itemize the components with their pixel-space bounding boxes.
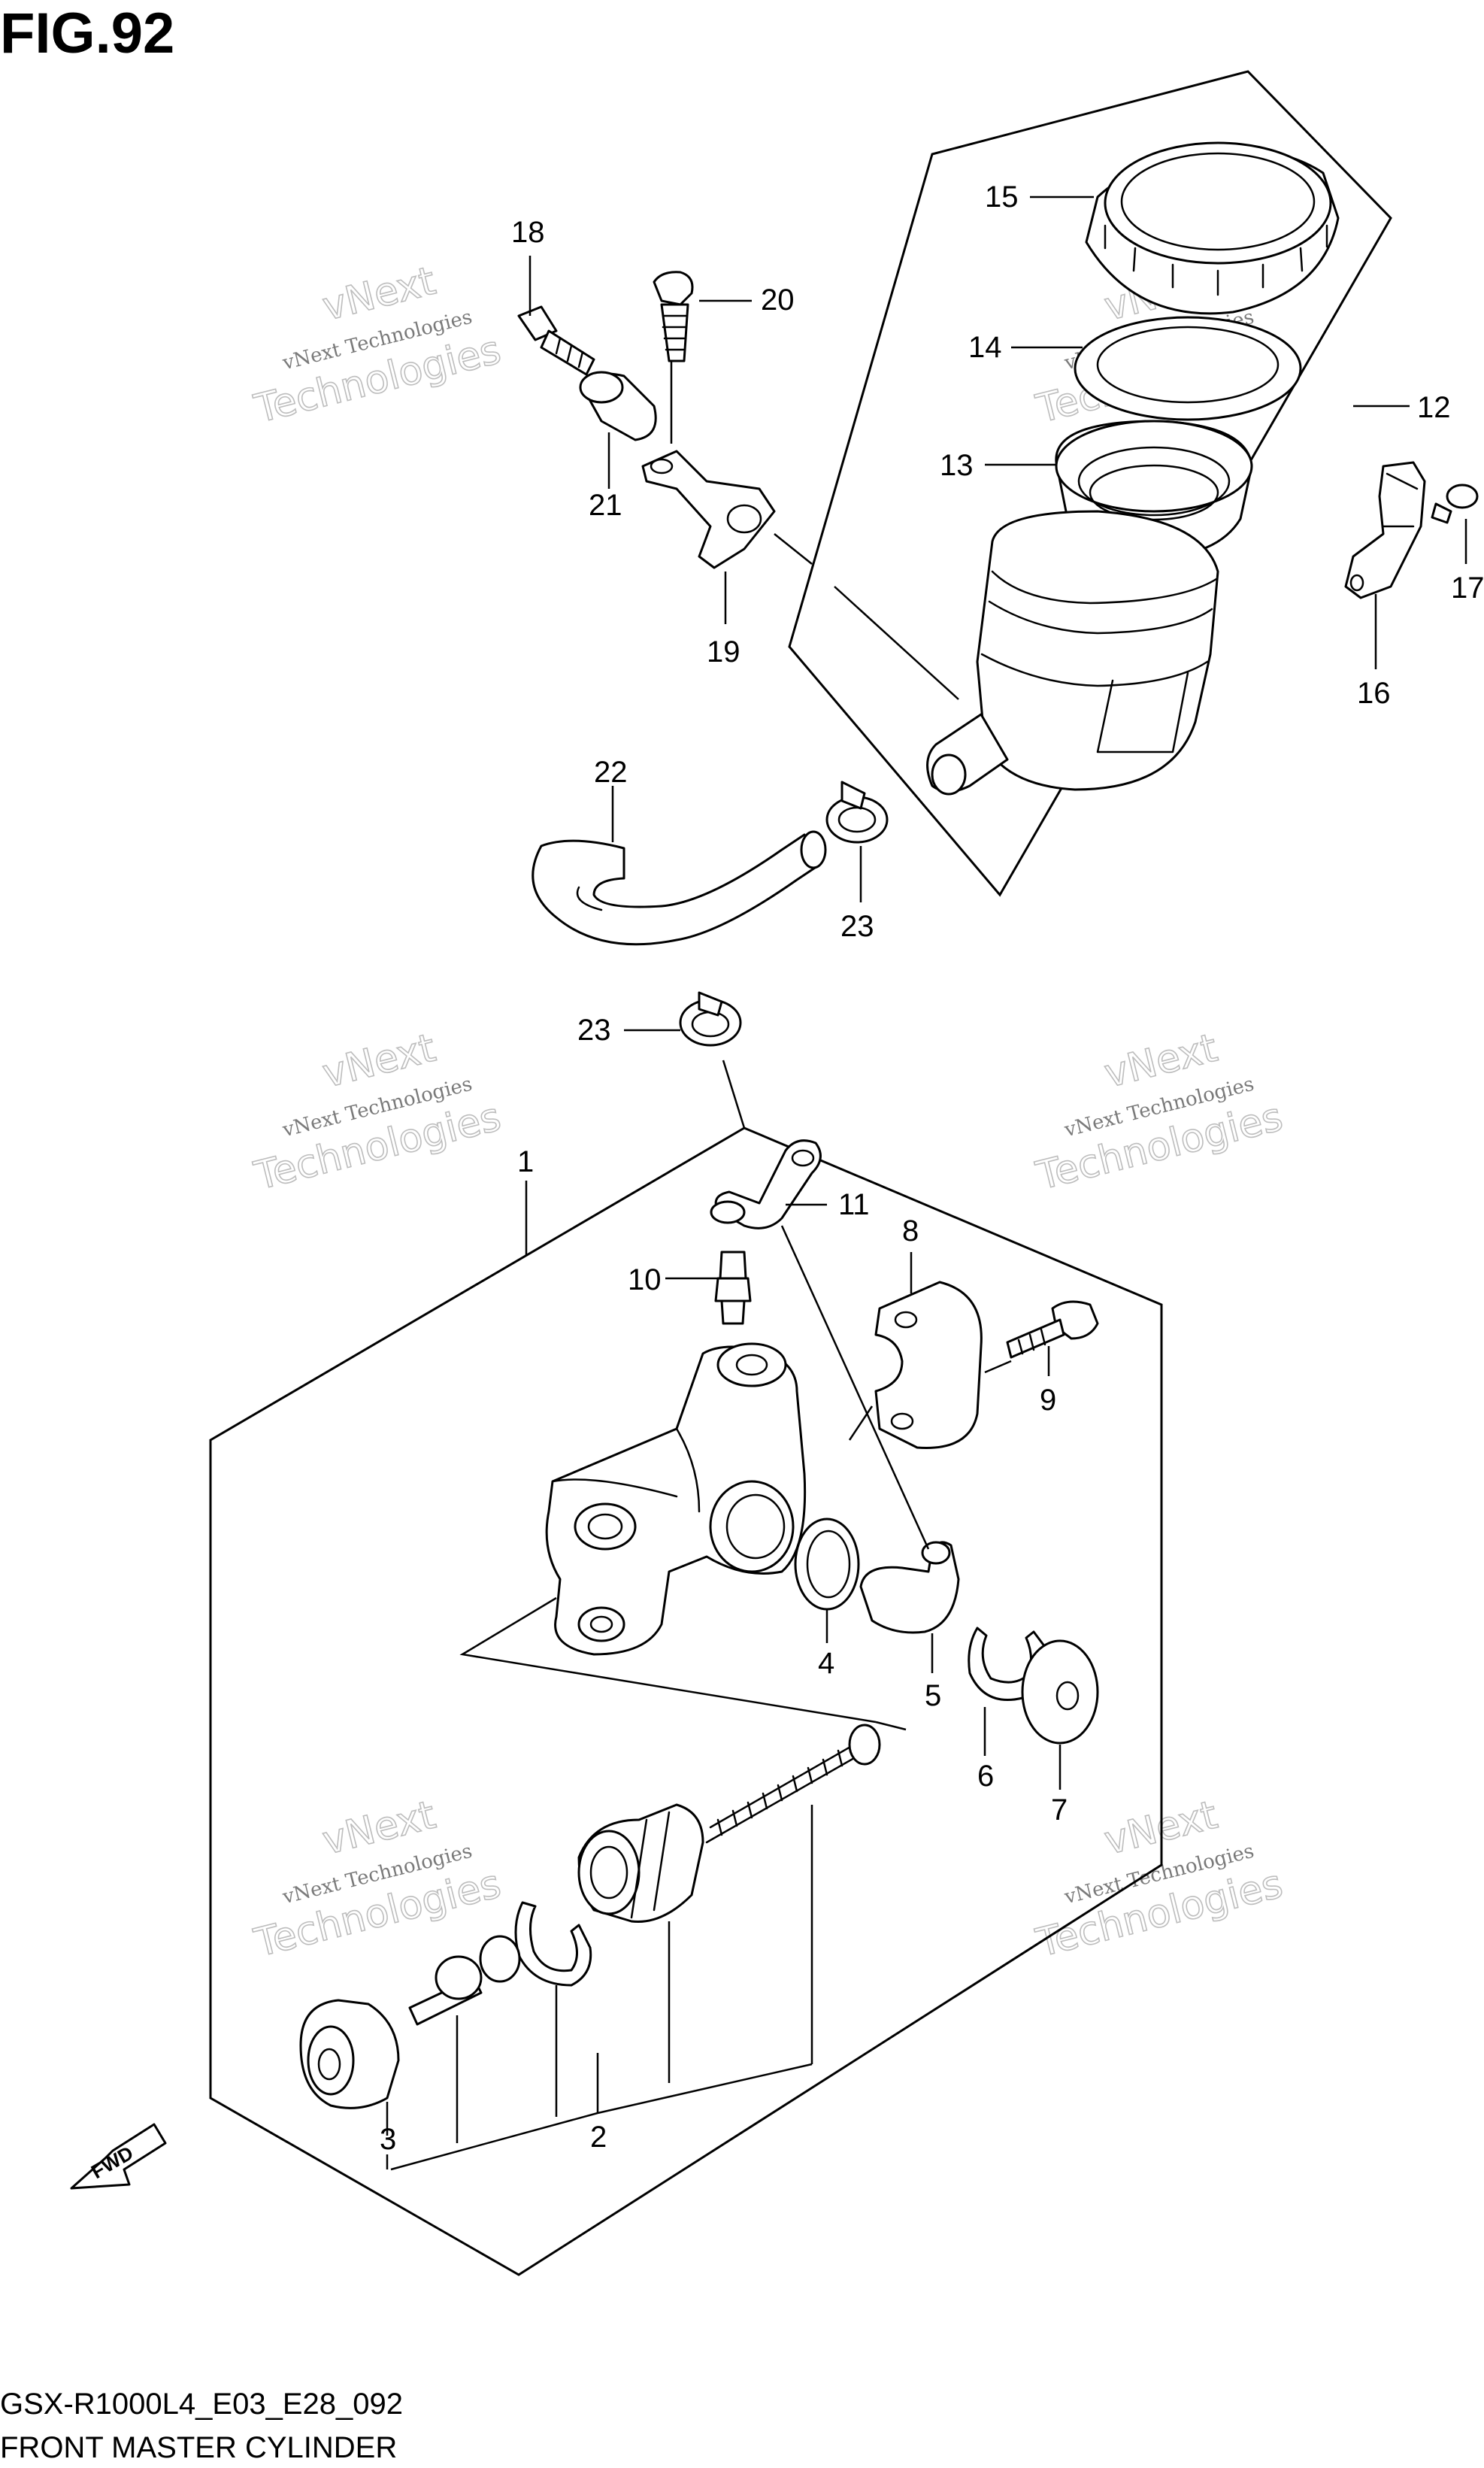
callout-15: 15 [985,180,1019,214]
callout-21: 21 [589,489,622,522]
reservoir-bracket [1344,461,1426,599]
reservoir-connector [859,1541,960,1634]
bleeder-valve [714,1251,752,1325]
callout-7: 7 [1051,1793,1068,1827]
callout-10: 10 [628,1263,662,1296]
callout-14: 14 [968,331,1002,364]
bolt-18 [517,305,595,376]
handlebar-holder [874,1281,983,1449]
callout-9: 9 [1040,1384,1056,1417]
figure-title: FIG.92 [0,2,174,65]
callout-6: 6 [977,1760,994,1793]
return-spring [705,1724,881,1844]
reservoir-body [926,510,1219,796]
callout-5: 5 [925,1679,941,1712]
forward-arrow: FWD [70,2123,167,2190]
hose-clamp-upper [825,781,889,844]
callout-12: 12 [1417,391,1451,424]
callout-17: 17 [1451,572,1484,605]
callout-4: 4 [818,1647,834,1680]
reservoir-hose [532,830,827,946]
master-cylinder-body [545,1342,807,1656]
callout-2: 2 [590,2121,607,2154]
callout-3: 3 [380,2123,396,2156]
piston [577,1803,704,1924]
figure-name: FRONT MASTER CYLINDER [0,2431,397,2464]
collar-21 [579,371,657,441]
callout-13: 13 [940,449,974,482]
dust-boot [1021,1639,1099,1745]
holder-bolt [1006,1300,1099,1359]
callout-18: 18 [511,216,545,249]
watermark-bottom-left: vNext vNext Technologies Technologies [250,1792,506,1967]
bolt-20 [653,271,694,362]
snap-ring [514,1901,592,1987]
callout-8: 8 [902,1214,919,1248]
figure-code: GSX-R1000L4_E03_E28_092 [0,2388,403,2421]
callout-20: 20 [761,283,795,317]
hose-clamp-lower [679,991,742,1047]
callout-11: 11 [838,1188,870,1221]
callout-1: 1 [517,1145,534,1178]
callout-22: 22 [594,756,628,789]
callout-16: 16 [1357,677,1391,710]
callout-23-upper: 23 [840,910,874,943]
leader-lines [386,196,1467,2171]
watermark-mid-right: vNext vNext Technologies Technologies [1031,1025,1288,1200]
o-ring [794,1517,860,1611]
hose-fitting [710,1139,822,1229]
reservoir-cap [1085,141,1340,315]
watermark-mid-left: vNext vNext Technologies Technologies [250,1025,506,1200]
push-rod-boot [299,1999,400,2109]
reservoir-holder-19 [641,450,776,569]
callout-19: 19 [707,635,740,669]
seal-plate [1074,316,1302,421]
callout-23-lower: 23 [577,1014,611,1047]
bracket-screw [1431,484,1479,524]
watermark-top-left: vNext vNext Technologies Technologies [250,258,506,433]
push-rod [408,1935,521,2026]
